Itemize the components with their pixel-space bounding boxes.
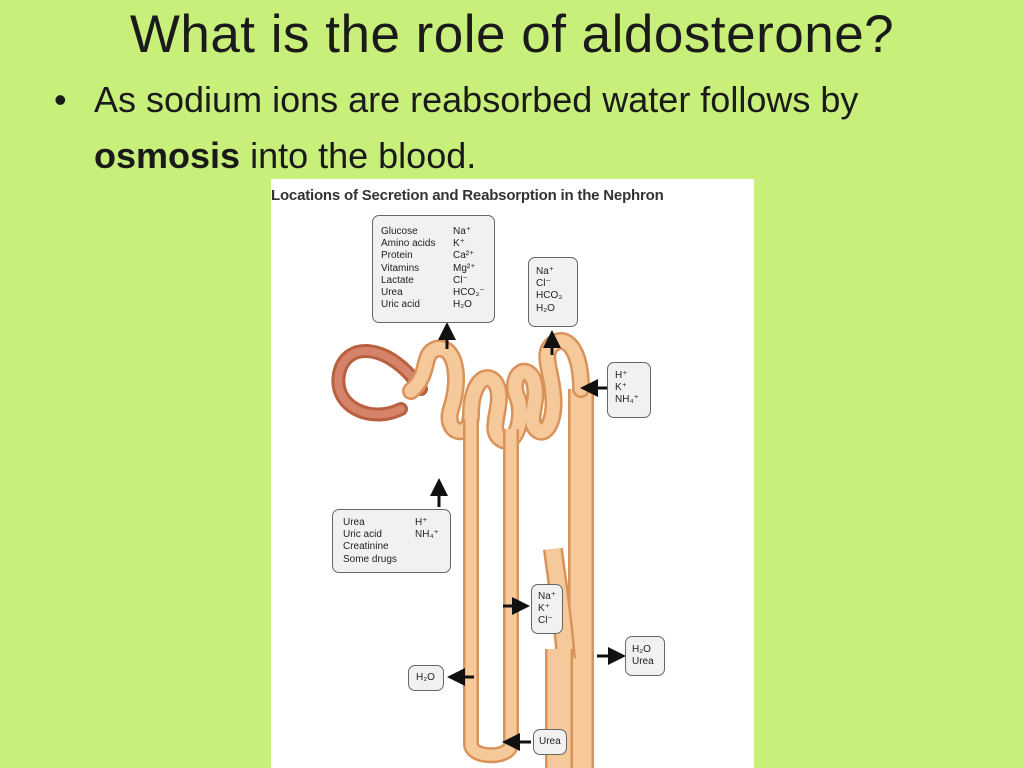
box-item: Some drugs bbox=[343, 553, 397, 565]
bullet-text-end: into the blood. bbox=[240, 135, 477, 176]
dct-reabsorption-box: Na⁺ Cl⁻ HCO₃ H₂O bbox=[528, 257, 578, 327]
box-item: Urea bbox=[343, 517, 365, 528]
box-item: Na⁺ bbox=[536, 266, 555, 277]
box-item: HCO₃⁻ bbox=[453, 287, 485, 299]
figure-title: Locations of Secretion and Reabsorption … bbox=[271, 187, 664, 204]
box-item: NH₄⁺ bbox=[415, 529, 439, 541]
descending-reabsorption-box: H₂O bbox=[408, 665, 444, 691]
bullet-bold-term: osmosis bbox=[94, 135, 241, 176]
bullet-text-start: As sodium ions are reabsorbed water foll… bbox=[94, 79, 859, 120]
box-item: Uric acid bbox=[381, 299, 420, 311]
box-item: Mg²⁺ bbox=[453, 262, 476, 274]
pct-secretion-box: Urea Uric acid Creatinine Some drugs H⁺ … bbox=[332, 509, 451, 573]
box-item: Cl⁻ bbox=[536, 278, 551, 290]
box-item: H₂O bbox=[536, 302, 555, 314]
box-item: Na⁺ bbox=[538, 591, 557, 602]
duct-reabsorption-box: H₂O Urea bbox=[625, 636, 665, 676]
box-item: Urea bbox=[381, 287, 403, 299]
pct-reabsorption-box: Glucose Amino acids Protein Vitamins Lac… bbox=[372, 215, 495, 323]
proximal-tubule bbox=[402, 332, 590, 450]
box-item: Cl⁻ bbox=[453, 274, 468, 286]
box-item: Urea bbox=[539, 736, 561, 747]
bullet-dot-icon: • bbox=[54, 79, 67, 120]
box-item: Cl⁻ bbox=[538, 615, 553, 627]
box-item: Na⁺ bbox=[453, 226, 472, 237]
box-item: Ca²⁺ bbox=[453, 250, 475, 262]
box-item: HCO₃ bbox=[536, 290, 563, 302]
ascending-reabsorption-box: Na⁺ K⁺ Cl⁻ bbox=[531, 584, 563, 634]
collecting-secretion-box: H⁺ K⁺ NH₄⁺ bbox=[607, 362, 651, 418]
box-item: Amino acids bbox=[381, 238, 436, 250]
slide-title: What is the role of aldosterone? bbox=[129, 5, 895, 64]
bullet-text: As sodium ions are reabsorbed water foll… bbox=[94, 72, 954, 184]
box-item: K⁺ bbox=[538, 603, 550, 615]
box-item: Uric acid bbox=[343, 529, 382, 541]
box-item: H₂O bbox=[632, 644, 651, 655]
box-item: H⁺ bbox=[615, 370, 628, 381]
loop-of-henle bbox=[463, 419, 519, 764]
box-item: NH₄⁺ bbox=[615, 394, 639, 406]
nephron-diagram: Locations of Secretion and Reabsorption … bbox=[271, 179, 754, 768]
nephron-drawing bbox=[331, 322, 626, 768]
box-item: Protein bbox=[381, 250, 413, 262]
box-item: Glucose bbox=[381, 226, 418, 237]
box-item: Lactate bbox=[381, 274, 414, 286]
box-item: H₂O bbox=[453, 299, 472, 311]
box-item: H⁺ bbox=[415, 517, 428, 528]
box-item: K⁺ bbox=[615, 382, 627, 394]
box-item: Vitamins bbox=[381, 262, 420, 274]
box-item: K⁺ bbox=[453, 238, 465, 250]
loop-reabsorption-box: Urea bbox=[533, 729, 567, 755]
box-item: Urea bbox=[632, 656, 654, 668]
box-item: H₂O bbox=[416, 672, 435, 683]
box-item: Creatinine bbox=[343, 541, 389, 553]
